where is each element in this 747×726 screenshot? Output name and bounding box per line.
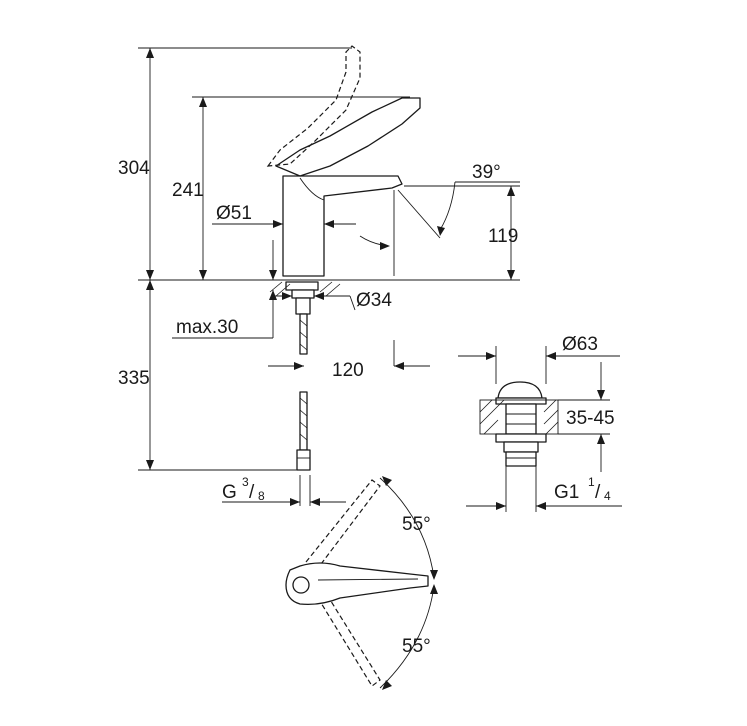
- waste-fitting: [479, 381, 559, 512]
- label-swivel-up: 55°: [402, 514, 431, 535]
- label-connection-thread: G 3 / 8: [222, 475, 265, 503]
- label-waste-sub: 4: [604, 489, 611, 503]
- label-connection-g: G: [222, 482, 237, 503]
- label-spout-height: 241: [172, 180, 204, 201]
- label-connection-slash: /: [249, 482, 255, 503]
- dimension-lines: [138, 47, 520, 506]
- label-below-height: 335: [118, 368, 150, 389]
- label-swivel-down: 55°: [402, 636, 431, 657]
- label-hole-diameter: Ø34: [356, 290, 392, 311]
- label-outlet-height: 119: [488, 226, 518, 247]
- label-waste-sup: 1: [588, 475, 595, 489]
- label-connection-sup: 3: [242, 475, 249, 489]
- faucet-top-view: [285, 476, 438, 690]
- label-waste-diameter: Ø63: [562, 334, 598, 355]
- label-waste-g1: G1: [554, 482, 579, 503]
- label-body-diameter: Ø51: [216, 203, 252, 224]
- waste-dimension-lines: [458, 346, 622, 510]
- label-waste-slash: /: [595, 482, 601, 503]
- label-waste-thread: G1 1 / 4: [554, 475, 611, 503]
- label-angle-top: 39°: [472, 162, 501, 183]
- label-connection-sub: 8: [258, 489, 265, 503]
- label-projection: 120: [332, 360, 364, 381]
- faucet-side-view: [138, 45, 520, 471]
- label-waste-range: 35-45: [566, 408, 615, 429]
- label-max-thickness: max.30: [176, 317, 238, 338]
- label-total-height: 304: [118, 158, 150, 179]
